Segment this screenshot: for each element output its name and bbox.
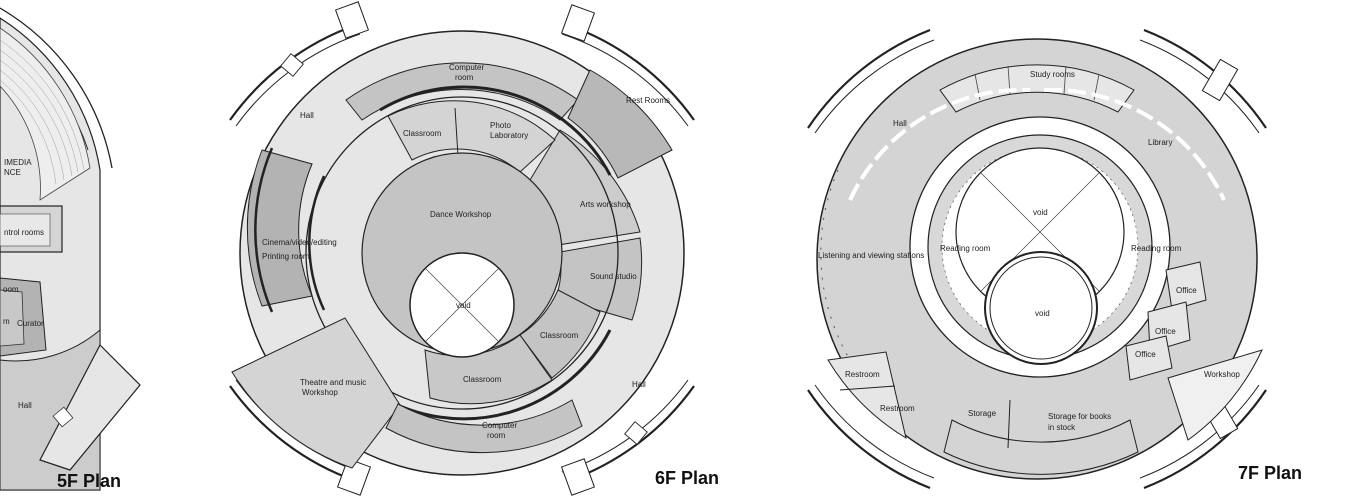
plan-5f: IMEDIA NCE ntrol rooms oom m Curator Hal… [0,7,141,491]
plan-6f: Computer room Hall Rest Rooms Classroom … [229,1,719,496]
plan-6f-title: 6F Plan [655,468,719,488]
plan-7f-title: 7F Plan [1238,463,1302,483]
plan-5f-title: 5F Plan [57,471,121,491]
plan-7f: Study rooms Hall Library void Reading ro… [807,28,1302,490]
